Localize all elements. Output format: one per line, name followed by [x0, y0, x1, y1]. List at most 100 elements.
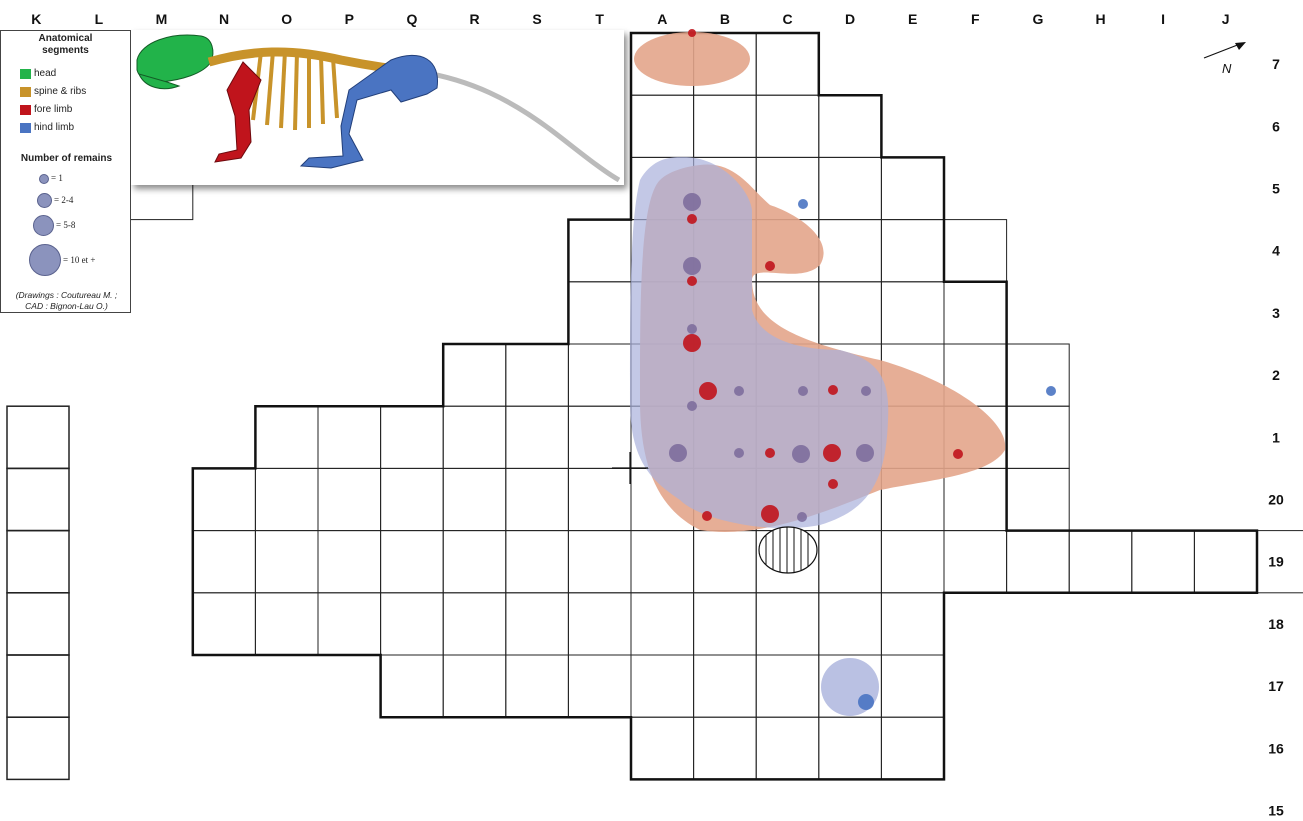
fore-limb-remains-point [761, 505, 779, 523]
grid-square [442, 467, 507, 532]
fore-limb-zone [634, 32, 750, 86]
grid-square [880, 281, 945, 345]
fore-limb-remains-point [765, 261, 775, 271]
row-label-18: 18 [1268, 616, 1284, 632]
column-label-J: J [1222, 11, 1230, 27]
grid-square [1193, 530, 1258, 594]
legend-hind-limb-label: hind limb [34, 122, 75, 133]
row-label-17: 17 [1268, 678, 1284, 694]
size-label-3: = 5-8 [56, 220, 76, 230]
row-label-15: 15 [1268, 803, 1284, 819]
row-label-1: 1 [1272, 429, 1280, 445]
grid-square [317, 405, 382, 469]
grid-square [693, 592, 757, 656]
grid-square [380, 592, 444, 656]
fore-limb-remains-point [688, 29, 696, 37]
north-label: N [1222, 61, 1232, 76]
grid-square [567, 405, 632, 469]
grid-square [6, 592, 70, 656]
row-label-20: 20 [1268, 492, 1284, 508]
row-label-7: 7 [1272, 56, 1280, 72]
size-label-4: = 10 et + [63, 255, 96, 265]
column-label-E: E [908, 11, 917, 27]
grid-square [880, 219, 945, 283]
column-label-O: O [281, 11, 292, 27]
mixed-remains-point [797, 512, 807, 522]
grid-square [567, 530, 632, 594]
spine-swatch [20, 87, 31, 97]
grid-square [630, 654, 695, 718]
row-label-16: 16 [1268, 740, 1284, 756]
grid-square [1006, 467, 1070, 532]
grid-square [6, 654, 70, 718]
grid-square [380, 654, 444, 718]
row-label-2: 2 [1272, 367, 1280, 383]
column-label-F: F [971, 11, 980, 27]
mixed-remains-point [734, 386, 744, 396]
fore-limb-remains-point [765, 448, 775, 458]
hind-limb-remains-point [1046, 386, 1056, 396]
fore-limb-remains-point [828, 385, 838, 395]
tail-drawing [420, 69, 621, 183]
grid-square [380, 405, 444, 469]
row-label-6: 6 [1272, 118, 1280, 134]
grid-square [567, 467, 632, 532]
row-label-4: 4 [1272, 243, 1280, 259]
grid-square [505, 654, 569, 718]
grid-square [880, 654, 945, 718]
grid-square [755, 32, 820, 96]
grid-square [192, 530, 256, 594]
grid-square [818, 156, 882, 221]
grid-square [1006, 530, 1070, 594]
grid-square [442, 343, 507, 407]
grid-square [880, 592, 945, 656]
legend-credit: (Drawings : Coutureau M. ; CAD : Bignon-… [15, 290, 118, 311]
column-label-I: I [1161, 11, 1165, 27]
grid-square [254, 530, 319, 594]
grid-square [943, 467, 1008, 532]
legend-spine-label: spine & ribs [34, 86, 87, 97]
fore-limb-remains-point [687, 214, 697, 224]
grid-square [755, 654, 820, 718]
grid-square [818, 94, 882, 158]
north-arrow-icon [1203, 43, 1241, 59]
grid-square [567, 343, 632, 407]
grid-square [943, 530, 1008, 594]
size-circle-1 [39, 174, 49, 184]
grid-square [880, 530, 945, 594]
hind-limb-remains-point [798, 199, 808, 209]
mixed-remains-point [687, 401, 697, 411]
fore-limb-remains-point [699, 382, 717, 400]
fore-limb-remains-point [687, 276, 697, 286]
grid-square [6, 405, 70, 470]
grid-square [1006, 405, 1070, 469]
column-label-M: M [156, 11, 168, 27]
grid-square [567, 592, 632, 656]
grid-square [192, 592, 256, 656]
hind-limb-swatch [20, 123, 31, 133]
grid-square [1006, 343, 1070, 407]
mixed-remains-point [683, 257, 701, 275]
grid-square [380, 467, 444, 532]
column-label-K: K [31, 11, 41, 27]
grid-square [693, 716, 757, 780]
mixed-remains-point [798, 386, 808, 396]
grid-square [567, 281, 632, 345]
grid-square [567, 654, 632, 718]
grid-square [630, 592, 695, 656]
ribs-drawing [251, 50, 339, 131]
fore-limb-remains-point [702, 511, 712, 521]
grid-square [442, 654, 507, 718]
column-label-L: L [95, 11, 104, 27]
grid-square [567, 219, 632, 283]
column-label-S: S [532, 11, 541, 27]
grid-square [505, 592, 569, 656]
legend-fore-limb-label: fore limb [34, 104, 73, 115]
grid-square [818, 281, 882, 345]
grid-square [755, 592, 820, 656]
grid-square [755, 94, 820, 158]
hind-limb-drawing [299, 54, 438, 169]
grid-square [693, 94, 757, 158]
